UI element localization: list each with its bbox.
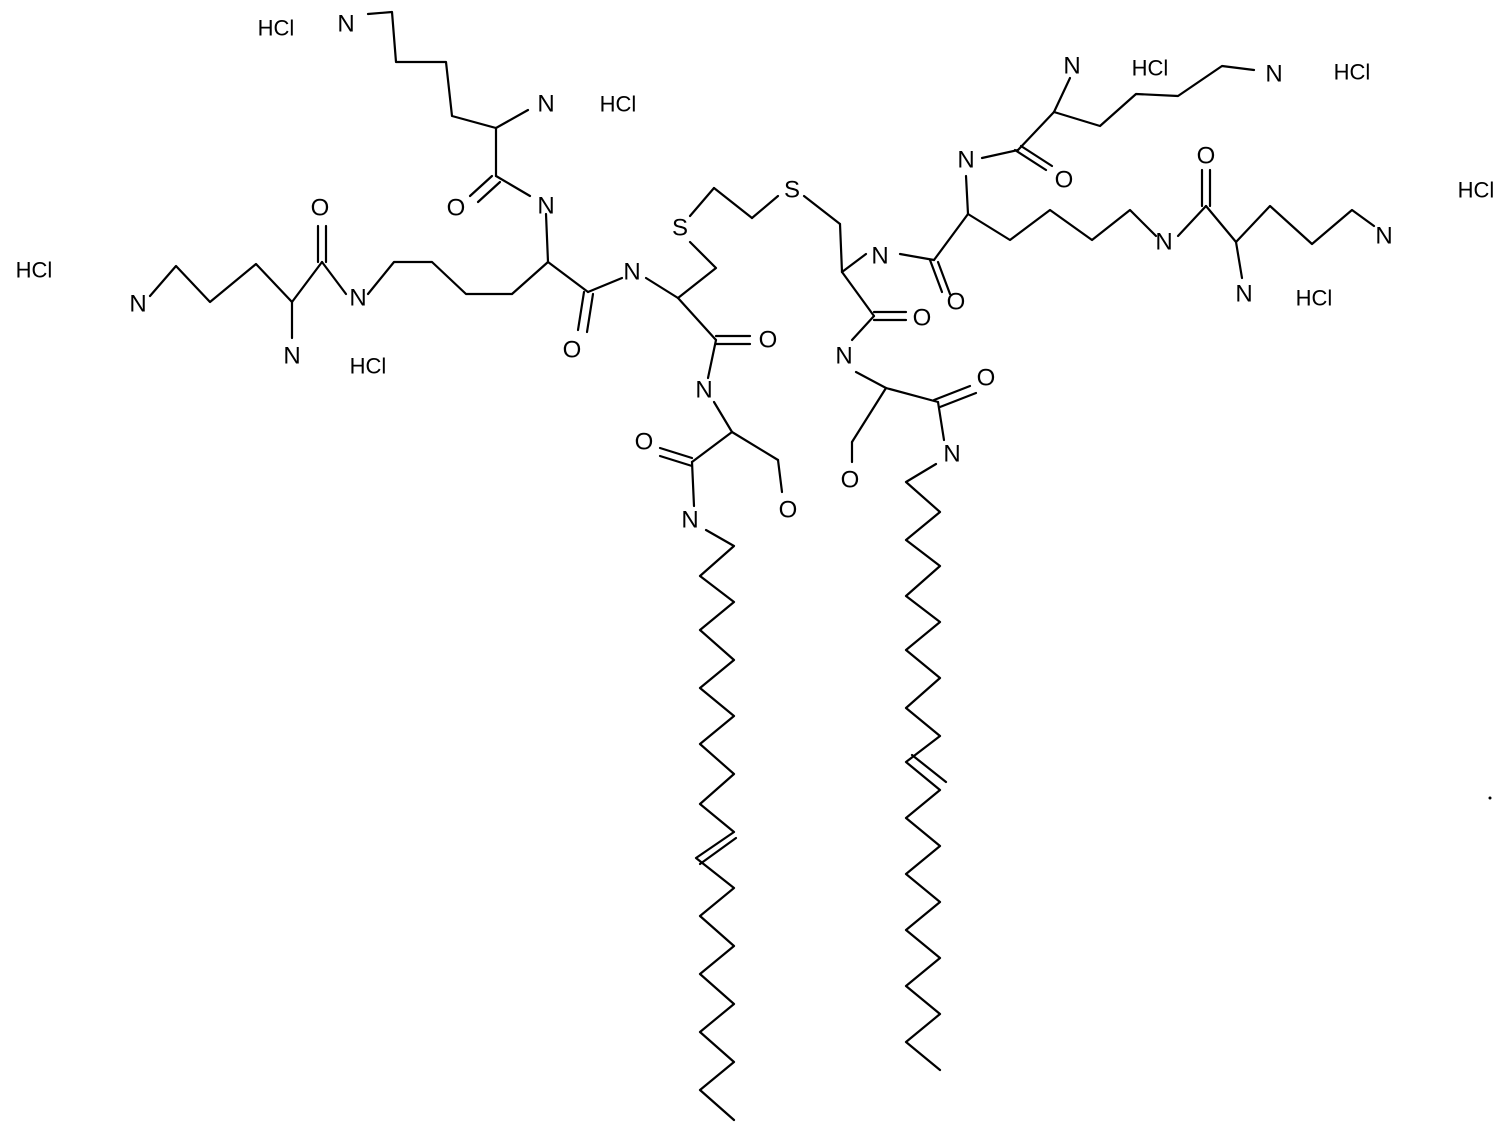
atom-label: N [537,91,554,118]
hcl-label: HCl [1458,178,1495,203]
atom-labels: N N O N O N N N O N O S S N O N O O N O … [129,11,1392,534]
atom-label: O [635,429,654,456]
atom-label: N [349,285,366,312]
atom-label: N [537,193,554,220]
atom-label: N [129,291,146,318]
hcl-label: HCl [1296,286,1333,311]
left-cysteine-unit [646,242,750,378]
atom-label: O [447,195,466,222]
hcl-label: HCl [16,258,53,283]
atom-label: O [759,327,778,354]
atom-label: N [943,441,960,468]
atom-label: N [1375,223,1392,250]
left-lysine-branch-top [368,12,530,202]
right-chain-double-bond [912,755,946,782]
hcl-label: HCl [1334,60,1371,85]
atom-label: S [672,215,688,242]
stray-dot [1489,797,1492,800]
atom-label: O [913,305,932,332]
atom-label: N [337,11,354,38]
left-serine-unit [660,402,782,506]
right-lysine-side-branch [1178,170,1374,278]
atom-label: O [1197,143,1216,170]
hcl-label: HCl [350,354,387,379]
atom-label: O [977,365,996,392]
atom-label: N [681,507,698,534]
atom-label: O [841,467,860,494]
atom-label: N [283,343,300,370]
left-lysine-side-branch [150,226,346,338]
atom-label: N [1235,281,1252,308]
atom-label: O [779,497,798,524]
atom-label: N [623,259,640,286]
atom-label: O [563,337,582,364]
atom-label: N [695,377,712,404]
atom-label: N [835,343,852,370]
atom-label: O [311,195,330,222]
atom-label: N [1063,53,1080,80]
hcl-label: HCl [600,92,637,117]
hcl-label: HCl [258,16,295,41]
atom-label: O [947,289,966,316]
left-lysine-core-chain [368,214,622,332]
right-oleyl-chain [906,464,946,1070]
atom-label: O [1055,167,1074,194]
left-oleyl-chain [696,530,736,1120]
atom-label: N [871,243,888,270]
atom-label: N [1155,229,1172,256]
atom-label: N [957,147,974,174]
atom-label: N [1265,61,1282,88]
atom-label: S [784,177,800,204]
disulfide-bridge [690,188,842,272]
hcl-label: HCl [1132,56,1169,81]
right-lysine-core-chain [900,176,1156,294]
